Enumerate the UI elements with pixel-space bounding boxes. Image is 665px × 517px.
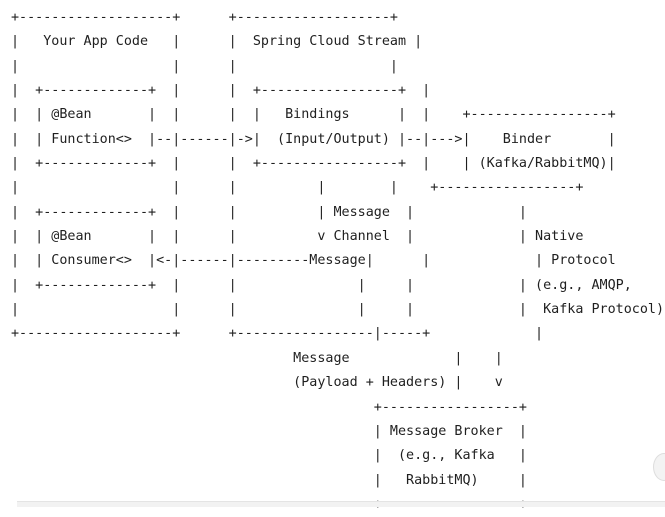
diagram-line: Message | | [11,350,503,366]
diagram-line: | | Function<> |--|------|->| (Input/Out… [11,131,616,147]
diagram-line: | +-------------+ | | | | | (e.g., AMQP, [11,277,632,293]
diagram-line: +-------------------+ +-----------------… [11,10,398,25]
diagram-line: | (e.g., Kafka | [11,448,527,464]
diagram-line: | Your App Code | | Spring Cloud Stream … [11,34,423,50]
diagram-line: | +-------------+ | | | Message | | [11,204,527,220]
diagram-line: | RabbitMQ) | [11,472,527,488]
diagram-line: | +-------------+ | | +-----------------… [11,156,616,172]
diagram-line: +-------------------+ +-----------------… [11,326,544,342]
diagram-line: | | @Bean | | | v Channel | | Native [11,229,584,245]
horizontal-scrollbar[interactable] [17,501,665,507]
diagram-line: | | Consumer<> |<-|------|---------Messa… [11,253,616,269]
diagram-line: +-----------------+ [11,399,527,415]
diagram-line: | Message Broker | [11,423,527,439]
diagram-line: | | @Bean | | | | Bindings | | +--------… [11,107,616,123]
diagram-line: (Payload + Headers) | v [11,375,503,391]
diagram-line: | | | | | +-----------------+ [11,180,584,196]
ascii-architecture-diagram: +-------------------+ +-----------------… [11,6,664,517]
diagram-line: | +-------------+ | | +-----------------… [11,83,431,99]
diagram-line: | | | | [11,58,398,74]
diagram-line: | | | | | | Kafka Protocol) [11,302,665,318]
